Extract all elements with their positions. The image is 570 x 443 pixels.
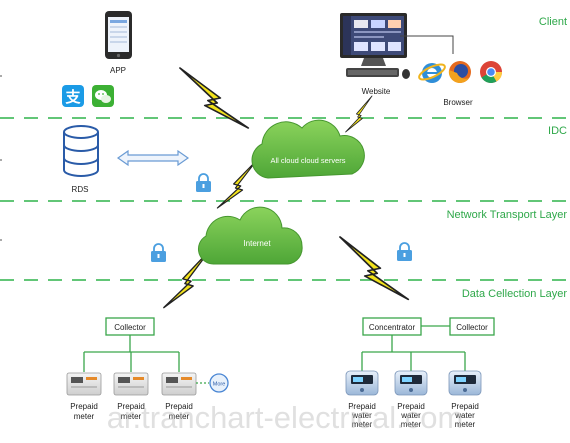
meter-label: Prepaid <box>165 402 193 411</box>
meter-label: Prepaid <box>117 402 145 411</box>
cloud-servers <box>251 119 365 179</box>
phone-icon <box>105 11 132 59</box>
water-meter-label: meter <box>455 420 476 429</box>
lightning-icon <box>339 236 410 301</box>
more-badge <box>209 373 229 393</box>
internet-cloud <box>197 206 303 265</box>
meter-icon <box>66 372 102 396</box>
collector-left-label: Collector <box>114 323 146 332</box>
database-icon <box>63 125 99 177</box>
double-arrow <box>116 149 190 167</box>
lightning-icon <box>179 67 250 129</box>
layer-title-network: Network Transport Layer <box>447 209 568 221</box>
concentrator-label: Concentrator <box>369 323 416 332</box>
watermark: ar.tranchart-electrical.com <box>107 400 464 435</box>
concentrator-lines <box>361 325 466 372</box>
browser-label: Browser <box>443 98 473 107</box>
cloud-servers-label: All cloud cloud servers <box>270 156 345 165</box>
water-meter-label: water <box>351 411 372 420</box>
layer-title-idc: IDC <box>548 125 567 137</box>
water-meter-label: water <box>454 411 475 420</box>
alipay-icon: 支 <box>62 85 84 107</box>
water-meter-icon <box>448 370 482 396</box>
rds-label: RDS <box>72 185 89 194</box>
lock-icon <box>396 242 413 262</box>
wechat-icon <box>92 85 114 107</box>
meter-label: meter <box>74 412 95 421</box>
svg-text:支: 支 <box>64 88 81 106</box>
layer-title-data: Data Cellection Layer <box>462 288 568 300</box>
water-meter-label: Prepaid <box>348 402 376 411</box>
layer-title-client: Client <box>539 16 567 28</box>
meter-icon <box>161 372 197 396</box>
ie-icon <box>418 63 446 83</box>
water-meter-label: Prepaid <box>451 402 479 411</box>
layer-dividers <box>0 75 570 281</box>
water-meter-label: meter <box>401 420 422 429</box>
app-label: APP <box>110 66 126 75</box>
lock-icon <box>195 173 212 193</box>
meter-label: meter <box>169 412 190 421</box>
more-label: More <box>213 382 226 388</box>
water-meter-icon <box>394 370 428 396</box>
chrome-icon <box>480 61 502 83</box>
lightning-icon <box>345 95 373 133</box>
collector-right-label: Collector <box>456 323 488 332</box>
water-meter-label: meter <box>352 420 373 429</box>
internet-label: Internet <box>243 239 271 248</box>
collector-left-lines <box>83 335 180 372</box>
computer-icon <box>340 13 410 79</box>
water-meter-icon <box>345 370 379 396</box>
firefox-icon <box>448 61 471 83</box>
meter-label: Prepaid <box>70 402 98 411</box>
meter-icon <box>113 372 149 396</box>
water-meter-label: water <box>400 411 421 420</box>
lock-icon <box>150 243 167 263</box>
website-label: Website <box>362 87 391 96</box>
meter-label: meter <box>121 412 142 421</box>
water-meter-label: Prepaid <box>397 402 425 411</box>
